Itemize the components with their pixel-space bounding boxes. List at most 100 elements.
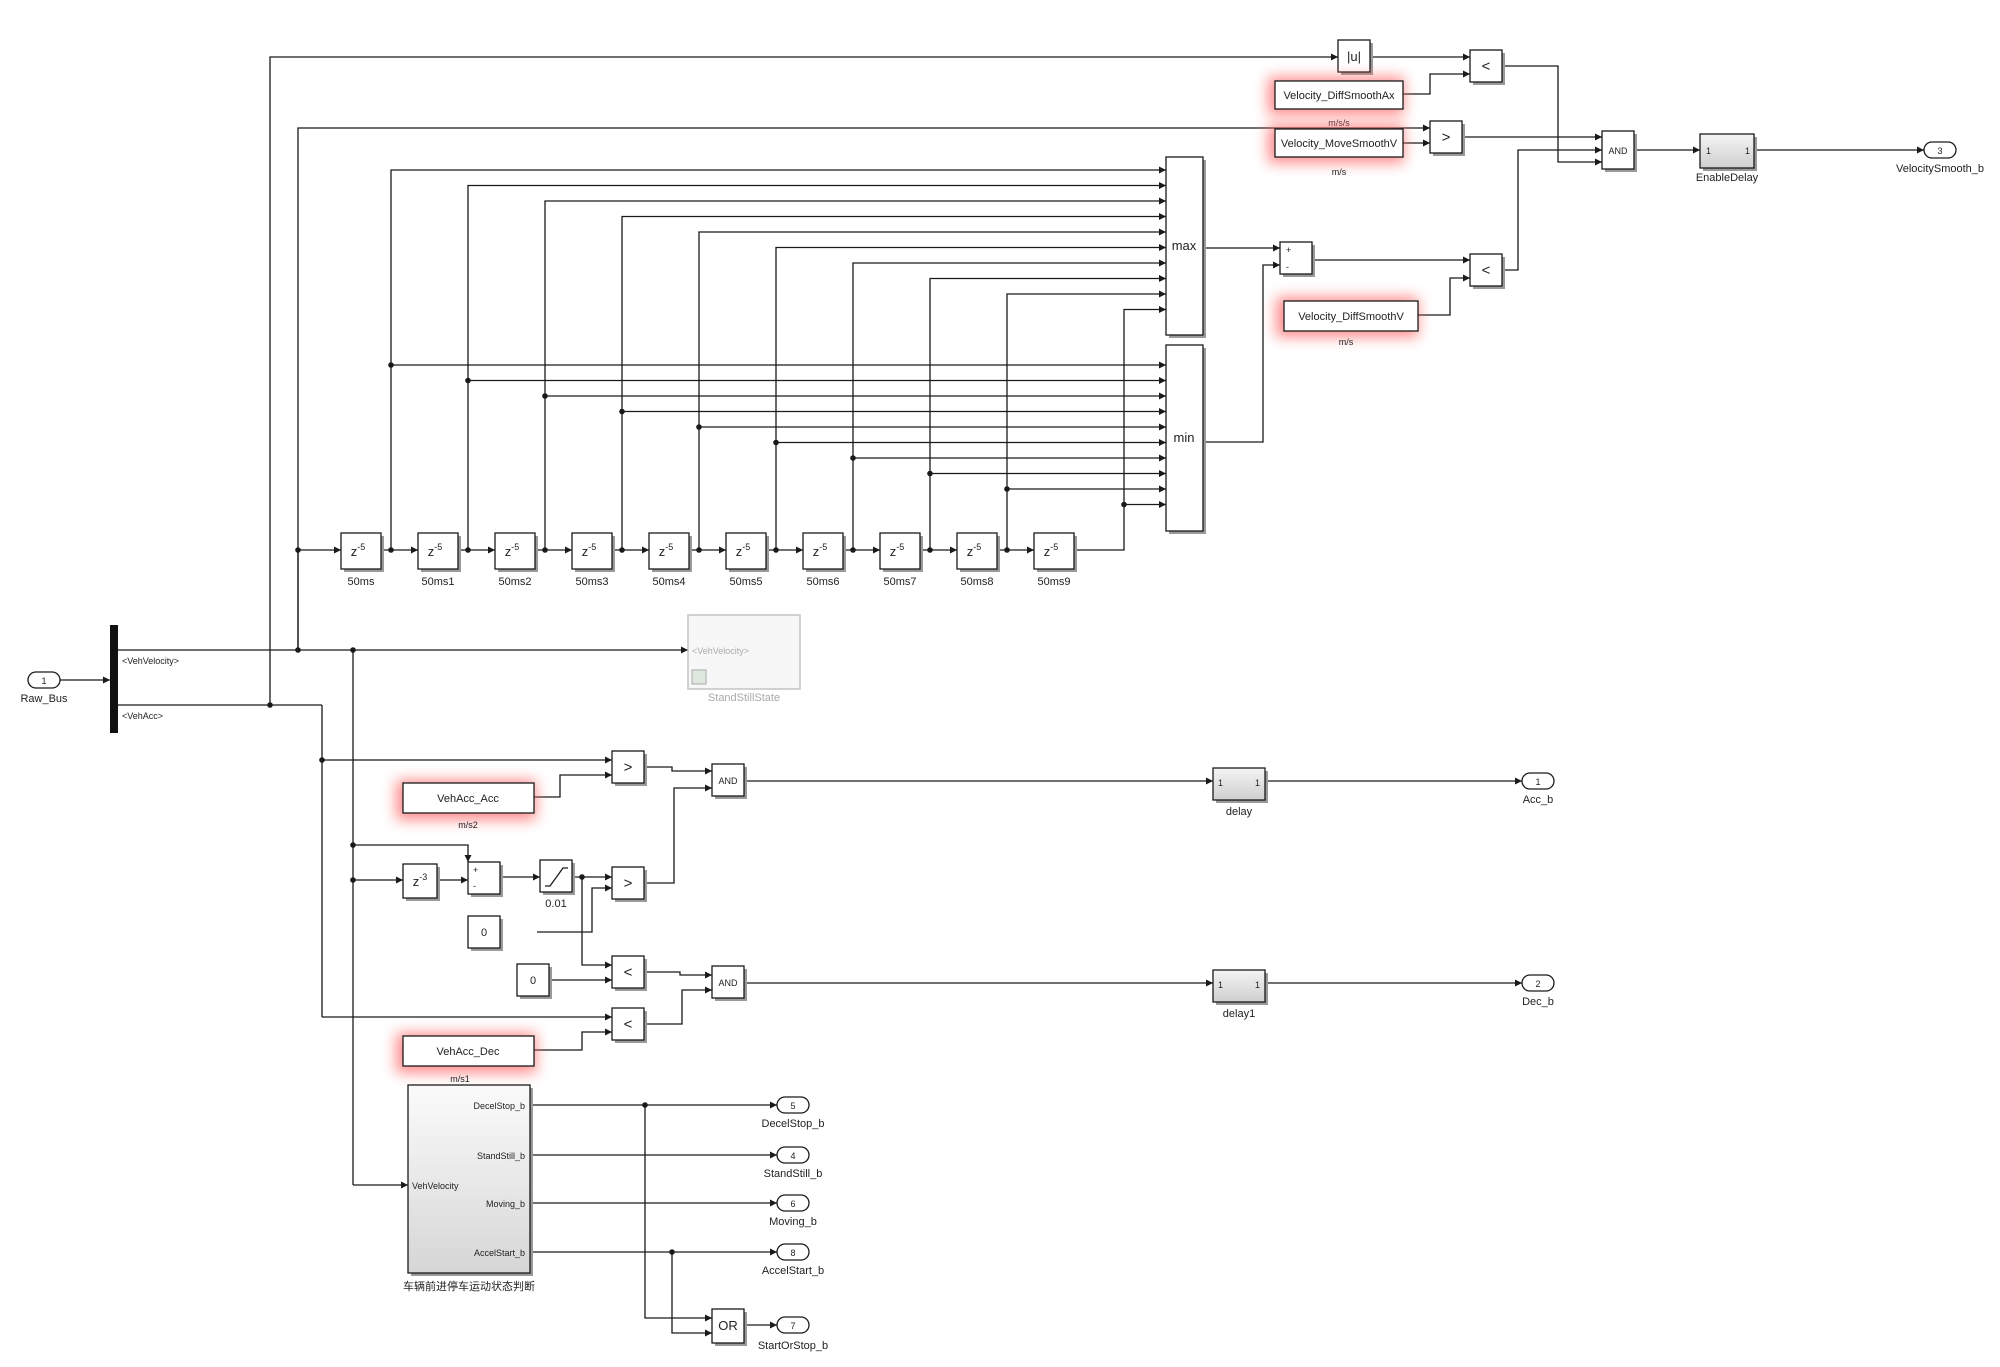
outport-number: 1	[1535, 777, 1540, 787]
unit-delay-z3[interactable]: z-3	[402, 863, 440, 901]
minmax-max[interactable]: max	[1165, 156, 1206, 338]
outport-accelstart[interactable]: 8 AccelStart_b	[762, 1243, 824, 1277]
subsystem-output-standstill: StandStill_b	[477, 1151, 525, 1161]
outport-label: AccelStart_b	[762, 1265, 824, 1277]
standstill-state-block[interactable]: <VehVelocity> StandStillState	[687, 614, 801, 704]
outport-acc[interactable]: 1 Acc_b	[1521, 772, 1555, 806]
outport-standstill[interactable]: 4 StandStill_b	[764, 1146, 823, 1180]
delay-block[interactable]: 1 1 delay	[1212, 767, 1268, 818]
relop-gt-acc[interactable]: >	[611, 750, 647, 786]
delay-out: 1	[1255, 980, 1260, 990]
relop-symbol: >	[624, 759, 633, 776]
motion-state-subsystem[interactable]: VehVelocity DecelStop_b StandStill_b Mov…	[403, 1084, 535, 1293]
delay-expression: z-5	[736, 542, 751, 559]
enable-delay-in: 1	[1706, 146, 1711, 156]
delay-label: 50ms7	[883, 576, 916, 588]
logic-and-acc[interactable]: AND	[711, 763, 747, 799]
logic-op: AND	[1608, 146, 1628, 156]
logic-and-dec[interactable]: AND	[711, 965, 747, 1001]
relop-lt-lower-1[interactable]: <	[611, 955, 647, 991]
outport-number: 4	[790, 1151, 795, 1161]
outport-decelstop[interactable]: 5 DecelStop_b	[762, 1096, 825, 1130]
abs-block[interactable]: |u|	[1337, 39, 1373, 75]
sum-minus: -	[1286, 262, 1289, 272]
outport-label: Moving_b	[769, 1216, 817, 1228]
delay-label: 50ms1	[421, 576, 454, 588]
unit-delay-50ms5[interactable]: z-5 50ms5	[725, 532, 769, 588]
inport-raw-bus[interactable]: 1 Raw_Bus	[20, 671, 68, 705]
delay1-block[interactable]: 1 1 delay1	[1212, 969, 1268, 1020]
param-unit: m/s/s	[1328, 118, 1350, 128]
enable-delay-block[interactable]: 1 1 EnableDelay	[1696, 133, 1759, 184]
outport-moving[interactable]: 6 Moving_b	[769, 1194, 817, 1228]
param-vehacc-acc[interactable]: VehAcc_Acc m/s2	[396, 780, 536, 830]
outport-label: VelocitySmooth_b	[1896, 163, 1984, 175]
rate-limiter-block[interactable]: 0.01	[539, 859, 575, 910]
delay-expression: z-5	[1044, 542, 1059, 559]
minmax-label: max	[1172, 238, 1197, 253]
param-velocity-movesmoothv[interactable]: Velocity_MoveSmoothV m/s	[1268, 125, 1404, 177]
delay-expression: z-5	[351, 542, 366, 559]
delay-expression: z-5	[967, 542, 982, 559]
relop-gt-lower[interactable]: >	[611, 866, 647, 902]
enable-delay-out: 1	[1745, 146, 1750, 156]
param-velocity-diffsmoothax[interactable]: Velocity_DiffSmoothAx m/s/s	[1268, 77, 1404, 128]
rate-limiter-value: 0.01	[545, 898, 566, 910]
subsystem-input: VehVelocity	[412, 1181, 459, 1191]
outport-number: 8	[790, 1248, 795, 1258]
unit-delay-50ms9[interactable]: z-5 50ms9	[1033, 532, 1077, 588]
relop-lt-top[interactable]: <	[1469, 49, 1505, 85]
logic-op: OR	[718, 1318, 738, 1333]
minmax-min[interactable]: min	[1165, 344, 1206, 534]
delay-label: delay1	[1223, 1008, 1255, 1020]
outport-number: 7	[790, 1321, 795, 1331]
delay-expression: z-5	[582, 542, 597, 559]
relop-gt-top[interactable]: >	[1429, 120, 1465, 156]
bus-signal-vehacc: <VehAcc>	[122, 711, 163, 721]
relop-symbol: <	[1482, 58, 1491, 75]
param-vehacc-dec[interactable]: VehAcc_Dec m/s1	[396, 1033, 536, 1084]
outport-label: Acc_b	[1523, 794, 1554, 806]
unit-delay-50ms1[interactable]: z-5 50ms1	[417, 532, 461, 588]
outport-number: 5	[790, 1101, 795, 1111]
outport-velocitysmooth[interactable]: 3 VelocitySmooth_b	[1896, 141, 1984, 175]
outport-label: DecelStop_b	[762, 1118, 825, 1130]
bus-selector[interactable]: <VehVelocity> <VehAcc>	[110, 625, 179, 733]
param-unit: m/s1	[450, 1074, 470, 1084]
param-velocity-diffsmoothv[interactable]: Velocity_DiffSmoothV m/s	[1276, 297, 1419, 347]
inport-label: Raw_Bus	[20, 693, 68, 705]
delay-label: 50ms5	[729, 576, 762, 588]
logic-or[interactable]: OR	[711, 1308, 747, 1346]
constant-zero-1[interactable]: 0	[467, 915, 503, 951]
relop-lt-mid[interactable]: <	[1469, 253, 1505, 289]
param-unit: m/s	[1332, 167, 1347, 177]
param-unit: m/s2	[458, 820, 478, 830]
inport-number: 1	[41, 676, 46, 686]
outport-label: StandStill_b	[764, 1168, 823, 1180]
delay-label: 50ms9	[1037, 576, 1070, 588]
signal-junctions	[267, 547, 675, 1255]
delay-expression: z-5	[428, 542, 443, 559]
logic-and-top[interactable]: AND	[1601, 130, 1637, 172]
logic-op: AND	[718, 978, 738, 988]
bus-signal-vehvelocity: <VehVelocity>	[122, 656, 179, 666]
outport-startorstop[interactable]: 7 StartOrStop_b	[758, 1316, 828, 1352]
sum-block-top[interactable]: + -	[1279, 241, 1315, 277]
param-name: Velocity_DiffSmoothAx	[1283, 90, 1395, 102]
outport-number: 3	[1937, 146, 1942, 156]
outport-dec[interactable]: 2 Dec_b	[1521, 974, 1555, 1008]
constant-zero-2[interactable]: 0	[516, 963, 552, 999]
relop-lt-lower-2[interactable]: <	[611, 1007, 647, 1043]
param-name: Velocity_DiffSmoothV	[1298, 311, 1404, 323]
delay-out: 1	[1255, 778, 1260, 788]
sum-block-lower[interactable]: + -	[467, 861, 503, 897]
delay-in: 1	[1218, 778, 1223, 788]
param-name: VehAcc_Dec	[437, 1046, 500, 1058]
